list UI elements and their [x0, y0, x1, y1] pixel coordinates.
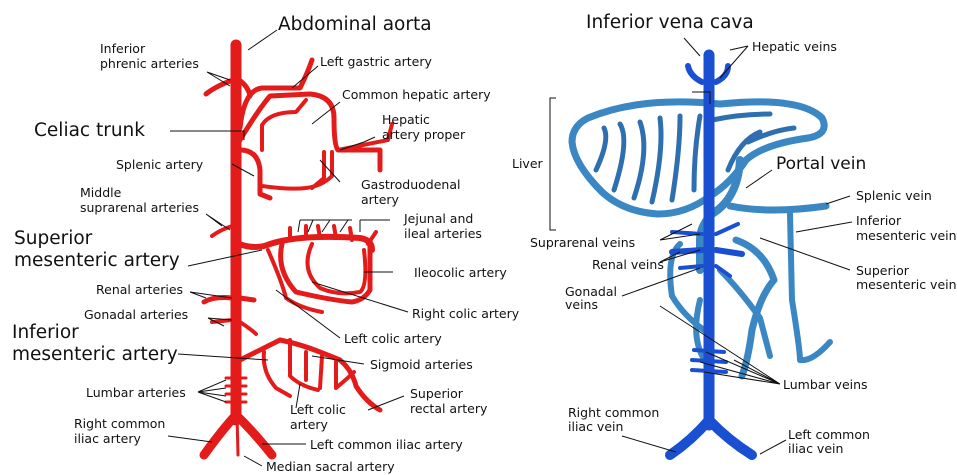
superior-mesenteric-label-1: Superior	[14, 228, 92, 249]
ivc-label: Inferior vena cava	[586, 12, 754, 33]
superior-mesenteric-vein-label-2: mesenteric vein	[856, 278, 957, 291]
abdominal-aorta-label: Abdominal aorta	[278, 14, 432, 35]
gastroduodenal-label-1: Gastroduodenal	[361, 178, 460, 191]
right-common-iliac-vein-vessel	[670, 420, 709, 455]
left-colic-branch-vessel	[264, 352, 290, 396]
gonadal-veins-label-2: veins	[565, 298, 598, 311]
superior-rectal-label-1: Superior	[410, 387, 463, 400]
renal-arteries-vessel	[204, 298, 254, 303]
inferior-phrenic-left-vessel	[206, 80, 233, 94]
right-common-iliac-vein-label-2: iliac vein	[568, 420, 623, 433]
inferior-mesenteric-label-2: mesenteric artery	[12, 344, 178, 365]
superior-rectal-label-2: rectal artery	[410, 402, 487, 415]
inferior-phrenic-label-1: Inferior	[100, 42, 145, 55]
portal-vein-label: Portal vein	[776, 154, 866, 174]
jejunal-label-2: ileal arteries	[404, 227, 482, 240]
inferior-mesenteric-vein-label-2: mesenteric vein	[856, 229, 957, 242]
left-common-iliac-vein-label-1: Left common	[788, 428, 870, 441]
lumbar-arteries-label: Lumbar arteries	[86, 386, 186, 399]
right-common-iliac-label-2: iliac artery	[74, 432, 141, 445]
splenic-vein-vessel	[730, 206, 826, 210]
inferior-mesenteric-vein-vessel	[790, 214, 830, 360]
inferior-phrenic-label-2: phrenic arteries	[100, 57, 199, 70]
liver-label: Liver	[512, 157, 543, 170]
left-common-iliac-vein-vessel	[709, 420, 752, 455]
right-common-iliac-vessel	[204, 415, 236, 455]
splenic-vein-label: Splenic vein	[856, 189, 932, 202]
sigmoid-label: Sigmoid arteries	[370, 358, 473, 371]
liver-branches-vessel	[596, 114, 794, 202]
right-colic-label: Right colic artery	[412, 307, 519, 320]
left-common-iliac-vessel	[236, 415, 272, 455]
left-common-iliac-vein-label-2: iliac vein	[788, 442, 843, 455]
inferior-mesenteric-label-1: Inferior	[12, 322, 79, 343]
right-common-iliac-label-1: Right common	[74, 417, 165, 430]
middle-suprarenal-vessel	[212, 226, 232, 236]
left-colic-label-1: Left colic artery	[344, 332, 442, 345]
hepatic-proper-label-1: Hepatic	[382, 113, 430, 126]
gonadal-arteries-label: Gonadal arteries	[84, 308, 188, 321]
common-hepatic-label: Common hepatic artery	[342, 88, 491, 101]
ileocolic-label: Ileocolic artery	[414, 266, 507, 279]
median-sacral-vessel	[237, 415, 238, 455]
jejunal-label-1: Jejunal and	[404, 212, 473, 225]
left-common-iliac-label: Left common iliac artery	[310, 438, 463, 451]
renal-arteries-label: Renal arteries	[96, 283, 183, 296]
celiac-trunk-label: Celiac trunk	[34, 120, 145, 141]
suprarenal-veins-label: Suprarenal veins	[530, 236, 635, 249]
right-common-iliac-vein-label-1: Right common	[568, 406, 659, 419]
splenic-artery-vessel	[240, 150, 270, 198]
renal-veins-label: Renal veins	[592, 258, 664, 271]
left-gastric-label: Left gastric artery	[320, 55, 432, 68]
colic-veins-vessel	[670, 244, 770, 362]
inferior-mesenteric-vein-label-1: Inferior	[856, 214, 901, 227]
superior-mesenteric-vein-label-1: Superior	[856, 264, 909, 277]
venous-system	[572, 55, 830, 455]
gastroduodenal-label-2: artery	[361, 193, 399, 206]
hepatic-proper-label-2: artery proper	[382, 128, 465, 141]
splenic-loop-vessel	[262, 100, 306, 150]
middle-suprarenal-label-1: Middle	[80, 186, 121, 199]
left-colic-label-2b: artery	[290, 418, 328, 431]
superior-mesenteric-label-2: mesenteric artery	[14, 250, 180, 271]
left-colic-label-2a: Left colic	[290, 403, 346, 416]
middle-suprarenal-label-2: suprarenal arteries	[80, 201, 199, 214]
splenic-artery-label: Splenic artery	[116, 158, 203, 171]
inferior-mesenteric-vessel	[240, 340, 380, 410]
lumbar-veins-label: Lumbar veins	[783, 378, 868, 391]
stomach-loop-vessel	[262, 152, 332, 189]
right-colic-vessel	[308, 244, 366, 293]
median-sacral-label: Median sacral artery	[266, 460, 395, 473]
hepatic-veins-label: Hepatic veins	[752, 40, 837, 53]
